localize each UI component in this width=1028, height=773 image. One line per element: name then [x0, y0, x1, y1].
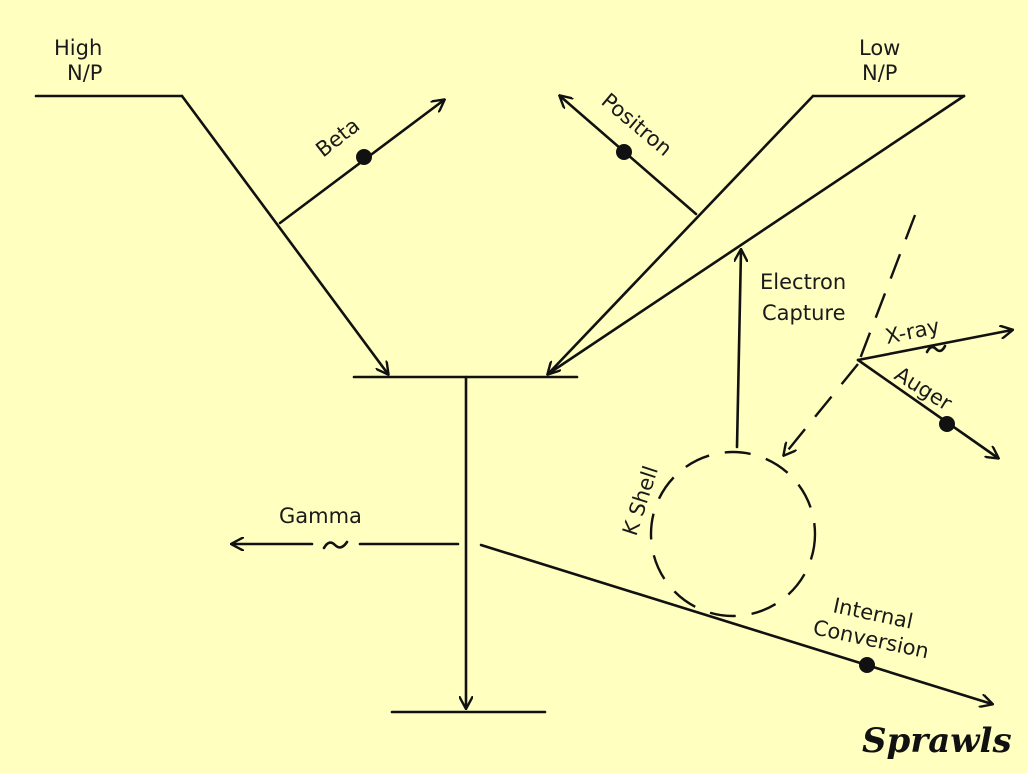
- sprawls-signature: Sprawls: [862, 721, 1012, 761]
- high-label: High: [54, 36, 102, 60]
- beta-label: Beta: [311, 113, 364, 162]
- electron-capture-arrow: [737, 250, 741, 449]
- k-shell-circle: [649, 450, 817, 618]
- electron-capture-decay-line: [546, 94, 966, 376]
- positron-particle-dot: [616, 144, 632, 160]
- electron-capture-label-line2: Capture: [762, 301, 846, 325]
- auger-electron-dot: [939, 416, 955, 432]
- beta-decay-arrow: [180, 94, 388, 374]
- internal-conversion-arrow: [479, 543, 992, 704]
- high-np-label: N/P: [67, 61, 102, 85]
- k-shell-label: K Shell: [618, 463, 663, 539]
- gamma-wave-icon: [322, 540, 349, 550]
- positron-label: Positron: [597, 88, 677, 160]
- vacancy-fill-arrow: [784, 363, 859, 455]
- gamma-label: Gamma: [279, 504, 362, 528]
- x-ray-wave-icon: [925, 344, 947, 354]
- low-label: Low: [859, 36, 900, 60]
- x-ray-emission-arrow: [856, 330, 1012, 362]
- beta-particle-dot: [356, 149, 372, 165]
- electron-capture-label-line1: Electron: [760, 270, 846, 294]
- conversion-electron-dot: [859, 657, 875, 673]
- positron-decay-arrow: [548, 94, 815, 374]
- x-ray-label: X-ray: [883, 314, 942, 349]
- auger-emission-arrow: [856, 358, 998, 458]
- outer-electron-path: [856, 214, 917, 365]
- low-np-label: N/P: [862, 61, 897, 85]
